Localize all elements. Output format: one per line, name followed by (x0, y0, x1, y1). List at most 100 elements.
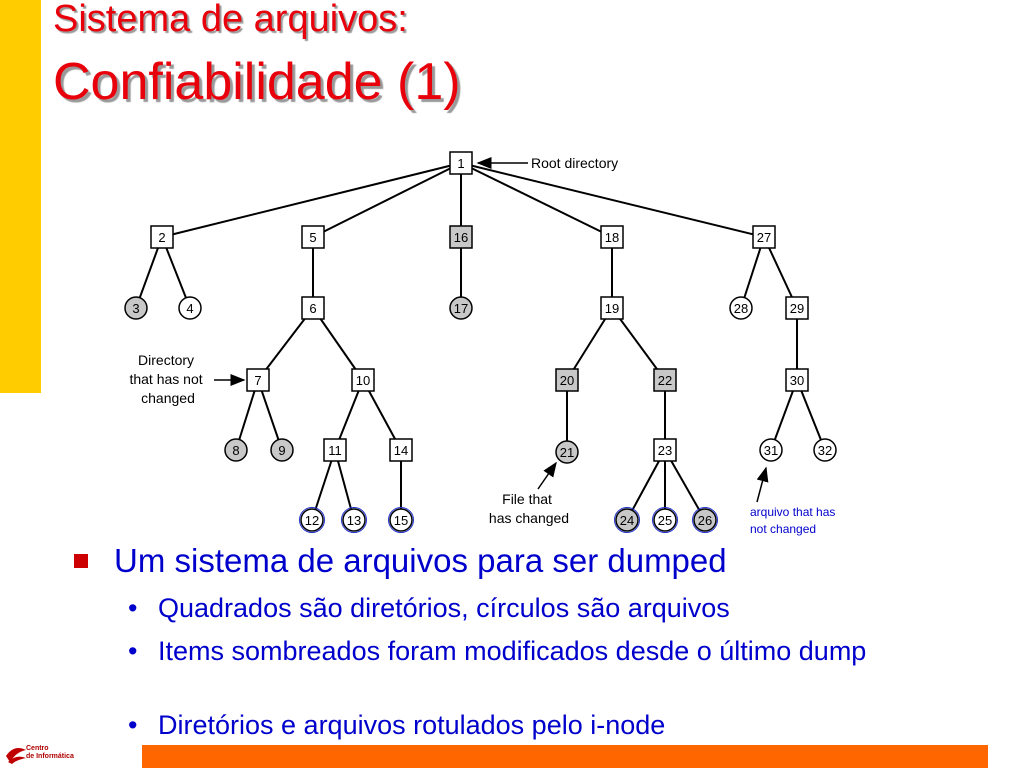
file-node-4: 4 (178, 296, 202, 320)
file-node-28: 28 (729, 296, 753, 320)
node-label-10: 10 (356, 373, 370, 388)
tree-edge-2-3 (135, 236, 163, 309)
bullet-dot-icon: • (128, 636, 138, 666)
bullet-dot-icon: • (128, 593, 138, 623)
directory-node-7: 7 (246, 368, 270, 392)
centro-informatica-logo: Centro de Informática (4, 742, 94, 766)
directory-node-5: 5 (301, 225, 325, 249)
sub-bullet-text: Diretórios e arquivos rotulados pelo i-n… (158, 710, 666, 740)
directory-node-19: 19 (600, 296, 624, 320)
file-node-12: 12 (299, 507, 325, 533)
directory-node-6: 6 (301, 296, 325, 320)
node-label-25: 25 (658, 513, 672, 528)
directory-node-23: 23 (653, 438, 677, 462)
node-label-7: 7 (254, 373, 261, 388)
node-label-18: 18 (605, 230, 619, 245)
node-label-5: 5 (309, 230, 316, 245)
directory-node-10: 10 (351, 368, 375, 392)
directory-node-22: 22 (653, 368, 677, 392)
unchanged-file-label: arquivo that has not changed (750, 505, 839, 536)
node-label-8: 8 (232, 443, 239, 458)
directory-node-2: 2 (150, 225, 174, 249)
directory-node-27: 27 (752, 225, 776, 249)
file-node-25: 25 (652, 507, 678, 533)
unchanged-directory-label-line3: changed (141, 390, 195, 406)
directory-node-14: 14 (389, 438, 413, 462)
node-label-26: 26 (698, 513, 712, 528)
tree-edge-1-27 (460, 162, 765, 238)
unchanged-directory-label-line2: that has not (129, 371, 202, 387)
file-node-15: 15 (388, 507, 414, 533)
logo-text: Centro de Informática (26, 745, 74, 761)
directory-node-1: 1 (449, 151, 473, 175)
file-node-32: 32 (813, 438, 837, 462)
node-label-2: 2 (158, 230, 165, 245)
slide-title-line1: Sistema de arquivos: (53, 0, 408, 40)
side-accent-bar (0, 0, 41, 393)
node-label-31: 31 (764, 443, 778, 458)
sub-bullet-text: Items sombreados foram modificados desde… (158, 636, 867, 666)
file-node-31: 31 (759, 438, 783, 462)
unchanged-file-label-line2: not changed (750, 522, 816, 536)
sub-bullet-2: • Items sombreados foram modificados des… (128, 635, 968, 667)
tree-edge-1-18 (460, 162, 613, 238)
main-bullet-text: Um sistema de arquivos para ser dumped (114, 542, 727, 579)
sub-bullet-1: • Quadrados são diretórios, círculos são… (128, 592, 888, 624)
sub-bullet-3: • Diretórios e arquivos rotulados pelo i… (128, 709, 888, 741)
directory-node-11: 11 (323, 438, 347, 462)
file-node-8: 8 (224, 438, 248, 462)
node-label-24: 24 (620, 513, 634, 528)
file-arrow (537, 461, 557, 490)
node-label-23: 23 (658, 443, 672, 458)
node-label-30: 30 (790, 373, 804, 388)
tree-edge-19-20 (566, 307, 613, 381)
logo-line2: de Informática (26, 753, 74, 760)
changed-file-label-line2: has changed (489, 510, 569, 526)
tree-edge-27-28 (740, 236, 765, 309)
tree-edge-27-29 (763, 236, 798, 309)
node-label-3: 3 (132, 301, 139, 316)
node-label-12: 12 (305, 513, 319, 528)
node-label-16: 16 (454, 230, 468, 245)
node-label-22: 22 (658, 373, 672, 388)
tree-edge-1-2 (161, 162, 462, 238)
main-bullet: Um sistema de arquivos para ser dumped (74, 542, 727, 580)
directory-node-20: 20 (555, 368, 579, 392)
changed-file-label-line1: File that (502, 491, 552, 507)
unchanged-directory-label-line1: Directory (138, 352, 194, 368)
file-node-17: 17 (449, 296, 473, 320)
node-label-1: 1 (457, 156, 464, 171)
node-label-21: 21 (560, 445, 574, 460)
tree-edge-2-4 (161, 236, 191, 309)
file-node-9: 9 (270, 438, 294, 462)
node-label-15: 15 (394, 513, 408, 528)
node-label-19: 19 (605, 301, 619, 316)
node-label-14: 14 (394, 443, 408, 458)
directory-node-29: 29 (785, 296, 809, 320)
root-directory-label: Root directory (531, 155, 618, 171)
node-label-32: 32 (818, 443, 832, 458)
footer-accent-bar (142, 745, 988, 768)
file-node-3: 3 (124, 296, 148, 320)
sub-bullet-text: Quadrados são diretórios, círculos são a… (158, 593, 730, 623)
slide-title-line2: Confiabilidade (1) (53, 53, 461, 111)
node-label-17: 17 (454, 301, 468, 316)
logo-emblem-icon (6, 748, 26, 764)
directory-node-30: 30 (785, 368, 809, 392)
changed-file-label: File that has changed (489, 491, 569, 526)
square-bullet-icon (74, 554, 88, 568)
node-label-29: 29 (790, 301, 804, 316)
unchanged-directory-label: Directory that has not changed (129, 352, 206, 406)
file-node-26: 26 (692, 507, 718, 533)
node-label-11: 11 (328, 443, 342, 458)
node-label-28: 28 (734, 301, 748, 316)
file-node-13: 13 (341, 507, 367, 533)
tree-edge-6-7 (257, 307, 314, 381)
node-label-20: 20 (560, 373, 574, 388)
node-label-4: 4 (186, 301, 193, 316)
tree-edge-19-22 (611, 307, 666, 381)
tree-edge-6-10 (312, 307, 364, 381)
directory-node-18: 18 (600, 225, 624, 249)
unchanged-file-label-line1: arquivo that has (750, 505, 835, 519)
